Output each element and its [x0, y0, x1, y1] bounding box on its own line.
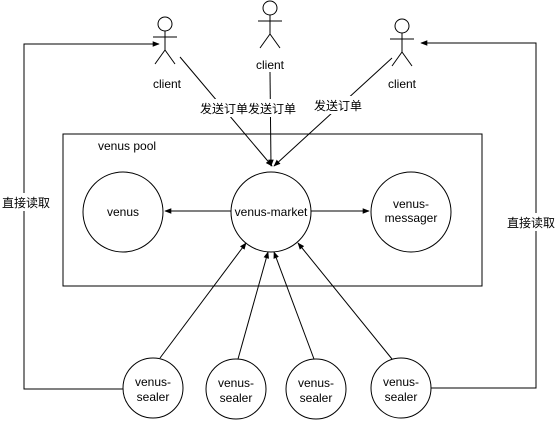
- svg-text:messager: messager: [385, 211, 438, 225]
- person-icon: [153, 16, 177, 65]
- svg-text:sealer: sealer: [300, 391, 333, 405]
- svg-text:sealer: sealer: [137, 390, 170, 404]
- direct-read-label-right: 直接读取: [507, 215, 555, 230]
- svg-text:venus-: venus-: [383, 375, 419, 389]
- person-icon: [390, 18, 414, 67]
- venus-pool-label: venus pool: [98, 139, 156, 153]
- node-venus: venus: [82, 171, 164, 253]
- edge-client-center-market: [268, 71, 274, 167]
- svg-text:venus-: venus-: [135, 375, 171, 389]
- node-venus-sealer-1: venus- sealer: [122, 357, 184, 419]
- node-venus-sealer-2: venus- sealer: [205, 358, 267, 420]
- svg-text:venus: venus: [107, 205, 139, 219]
- venus-pool-box: [62, 133, 483, 287]
- svg-text:venus-: venus-: [393, 197, 429, 211]
- node-venus-market: venus-market: [230, 171, 312, 253]
- send-order-label-left: 发送订单发送订单: [200, 101, 296, 116]
- person-icon: [258, 0, 282, 49]
- edge-sealer1-client-left: [23, 41, 160, 390]
- client-label: client: [388, 77, 417, 91]
- edge-sealer2-market: [237, 251, 269, 360]
- svg-text:sealer: sealer: [385, 390, 418, 404]
- edge-sealer3-market: [273, 251, 315, 360]
- node-venus-sealer-4: venus- sealer: [370, 357, 432, 419]
- client-label: client: [256, 58, 285, 72]
- svg-text:venus-: venus-: [218, 376, 254, 390]
- svg-text:sealer: sealer: [220, 391, 253, 405]
- send-order-label-right: 发送订单: [314, 98, 362, 113]
- client-actor-center: client: [256, 0, 285, 72]
- edge-sealer4-market: [297, 242, 393, 360]
- svg-text:venus-: venus-: [298, 376, 334, 390]
- client-actor-right: client: [388, 18, 417, 91]
- node-venus-messager: venus- messager: [370, 171, 452, 253]
- node-venus-sealer-3: venus- sealer: [285, 358, 347, 420]
- edge-sealer1-market: [159, 242, 247, 359]
- svg-text:venus-market: venus-market: [235, 205, 308, 219]
- client-label: client: [153, 77, 182, 91]
- client-actor-left: client: [153, 16, 182, 91]
- direct-read-label-left: 直接读取: [2, 195, 50, 210]
